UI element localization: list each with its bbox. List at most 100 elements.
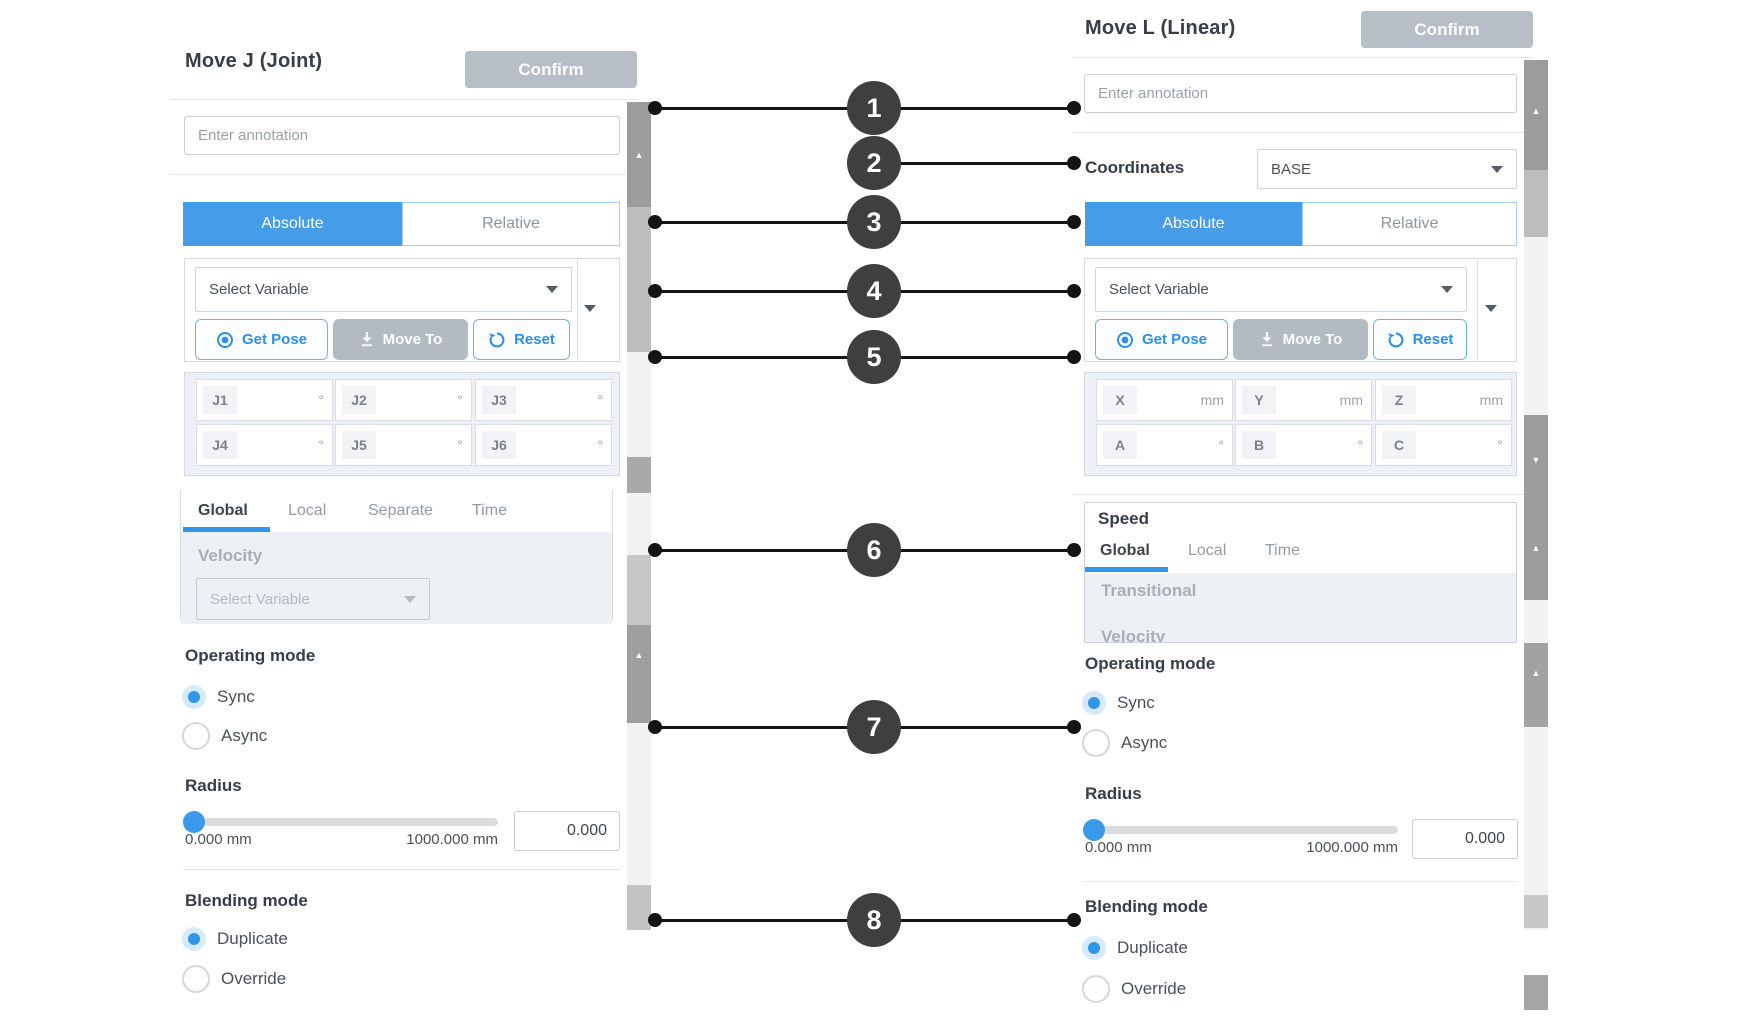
radio-unselected-icon[interactable] xyxy=(1082,729,1110,757)
pose-field-label-b: B xyxy=(1242,431,1276,459)
left-tab-relative[interactable]: Relative xyxy=(402,202,620,246)
right-radius-value-input[interactable]: 0.000 xyxy=(1412,819,1518,859)
left-speed-tab-local[interactable]: Local xyxy=(288,502,327,519)
radio-selected-icon[interactable] xyxy=(182,685,206,709)
callout-endpoint-dot xyxy=(648,913,662,927)
right-variable-expand-icon[interactable] xyxy=(1485,305,1497,312)
left-blending-mode-option-label: Override xyxy=(221,969,287,988)
right-move-to-button[interactable]: Move To xyxy=(1233,319,1368,360)
right-variable-select-value: Select Variable xyxy=(1109,281,1209,298)
right-tab-relative[interactable]: Relative xyxy=(1302,202,1517,246)
scroll-up-icon[interactable]: ▲ xyxy=(1531,543,1541,553)
left-blending-mode-option-override[interactable]: Override xyxy=(182,965,286,993)
right-radius-slider-thumb[interactable] xyxy=(1083,819,1105,841)
right-confirm-button[interactable]: Confirm xyxy=(1361,11,1533,48)
right-reset-button[interactable]: Reset xyxy=(1373,319,1467,360)
left-radius-slider-thumb[interactable] xyxy=(183,811,205,833)
left-blending-mode-option-duplicate[interactable]: Duplicate xyxy=(182,927,288,951)
scrollbar-segment[interactable] xyxy=(627,885,651,930)
scroll-up-icon[interactable]: ▲ xyxy=(1531,668,1541,678)
scroll-up-icon[interactable]: ▲ xyxy=(634,150,644,160)
joint-field-j4[interactable]: J4° xyxy=(196,424,333,466)
radio-unselected-icon[interactable] xyxy=(182,722,210,750)
right-speed-box: Speed Transitional Velocity xyxy=(1084,502,1517,643)
divider xyxy=(180,490,181,620)
left-get-pose-button[interactable]: Get Pose xyxy=(195,319,328,360)
left-speed-tab-time[interactable]: Time xyxy=(472,502,507,519)
left-variable-expand-icon[interactable] xyxy=(584,305,596,312)
right-operating-mode-option-sync[interactable]: Sync xyxy=(1082,691,1155,715)
left-operating-mode-option-async[interactable]: Async xyxy=(182,722,267,750)
left-velocity-select[interactable]: Select Variable xyxy=(196,578,430,620)
left-radius-value-input[interactable]: 0.000 xyxy=(514,811,620,851)
left-radius-slider-track[interactable] xyxy=(183,818,498,826)
radio-selected-icon[interactable] xyxy=(1082,936,1106,960)
radio-unselected-icon[interactable] xyxy=(182,965,210,993)
right-operating-mode-option-async[interactable]: Async xyxy=(1082,729,1167,757)
scrollbar-segment[interactable] xyxy=(627,102,651,207)
right-speed-tab-global[interactable]: Global xyxy=(1100,542,1150,559)
clipped-velocity-label: Velocity xyxy=(1101,627,1166,643)
radio-selected-icon[interactable] xyxy=(182,927,206,951)
right-blending-mode-option-override[interactable]: Override xyxy=(1082,975,1186,1003)
coordinates-select[interactable]: BASE xyxy=(1257,149,1517,189)
right-operating-mode-option-label: Sync xyxy=(1117,693,1155,712)
right-speed-tab-time[interactable]: Time xyxy=(1265,542,1300,559)
left-operating-mode-option-sync[interactable]: Sync xyxy=(182,685,255,709)
pose-field-c[interactable]: C° xyxy=(1375,424,1512,466)
callout-number-2: 2 xyxy=(847,136,901,190)
callout-endpoint-dot xyxy=(1067,101,1081,115)
pose-field-b[interactable]: B° xyxy=(1235,424,1372,466)
callout-connector-line xyxy=(874,726,1074,729)
joint-field-j6[interactable]: J6° xyxy=(475,424,612,466)
scroll-down-icon[interactable]: ▼ xyxy=(1531,455,1541,465)
scrollbar-segment[interactable] xyxy=(627,207,651,352)
left-confirm-button[interactable]: Confirm xyxy=(465,51,637,88)
scrollbar-segment[interactable] xyxy=(627,555,651,625)
scrollbar-segment[interactable] xyxy=(1524,975,1548,1010)
scrollbar-segment[interactable] xyxy=(1524,895,1548,928)
joint-field-j1[interactable]: J1° xyxy=(196,379,333,421)
right-radius-label: Radius xyxy=(1085,784,1142,803)
left-reset-button[interactable]: Reset xyxy=(473,319,570,360)
callout-number-7: 7 xyxy=(847,700,901,754)
scrollbar-segment[interactable] xyxy=(1524,415,1548,600)
chevron-down-icon xyxy=(1441,286,1453,293)
joint-field-j2[interactable]: J2° xyxy=(335,379,472,421)
right-radius-slider-track[interactable] xyxy=(1083,826,1398,834)
scroll-up-icon[interactable]: ▲ xyxy=(1531,106,1541,116)
right-blending-mode-option-duplicate[interactable]: Duplicate xyxy=(1082,936,1188,960)
scrollbar-segment[interactable] xyxy=(627,457,651,493)
reset-label: Reset xyxy=(514,331,555,348)
radio-selected-icon[interactable] xyxy=(1082,691,1106,715)
radio-unselected-icon[interactable] xyxy=(1082,975,1110,1003)
right-speed-tab-local[interactable]: Local xyxy=(1188,542,1227,559)
left-tab-absolute[interactable]: Absolute xyxy=(183,202,402,246)
callout-number-3: 3 xyxy=(847,195,901,249)
callout-connector-line xyxy=(655,290,874,293)
pose-field-a[interactable]: A° xyxy=(1096,424,1233,466)
left-speed-tab-separate[interactable]: Separate xyxy=(368,502,433,519)
left-move-to-button[interactable]: Move To xyxy=(333,319,468,360)
scrollbar-segment[interactable] xyxy=(627,625,651,723)
unit-label: mm xyxy=(1200,392,1224,408)
right-annotation-input[interactable]: Enter annotation xyxy=(1084,74,1517,113)
unit-label: ° xyxy=(1497,437,1503,453)
left-variable-select[interactable]: Select Variable xyxy=(195,267,572,312)
joint-field-j5[interactable]: J5° xyxy=(335,424,472,466)
scrollbar-segment[interactable] xyxy=(1524,60,1548,170)
left-speed-tab-global[interactable]: Global xyxy=(198,502,248,519)
joint-field-j3[interactable]: J3° xyxy=(475,379,612,421)
scrollbar-segment[interactable] xyxy=(1524,643,1548,727)
right-tab-absolute[interactable]: Absolute xyxy=(1085,202,1302,246)
right-get-pose-button[interactable]: Get Pose xyxy=(1095,319,1228,360)
left-annotation-input[interactable]: Enter annotation xyxy=(184,116,620,155)
unit-label: ° xyxy=(457,437,463,453)
scrollbar-segment[interactable] xyxy=(1524,170,1548,237)
right-variable-select[interactable]: Select Variable xyxy=(1095,267,1467,312)
divider xyxy=(170,174,637,175)
scroll-up-icon[interactable]: ▲ xyxy=(634,650,644,660)
